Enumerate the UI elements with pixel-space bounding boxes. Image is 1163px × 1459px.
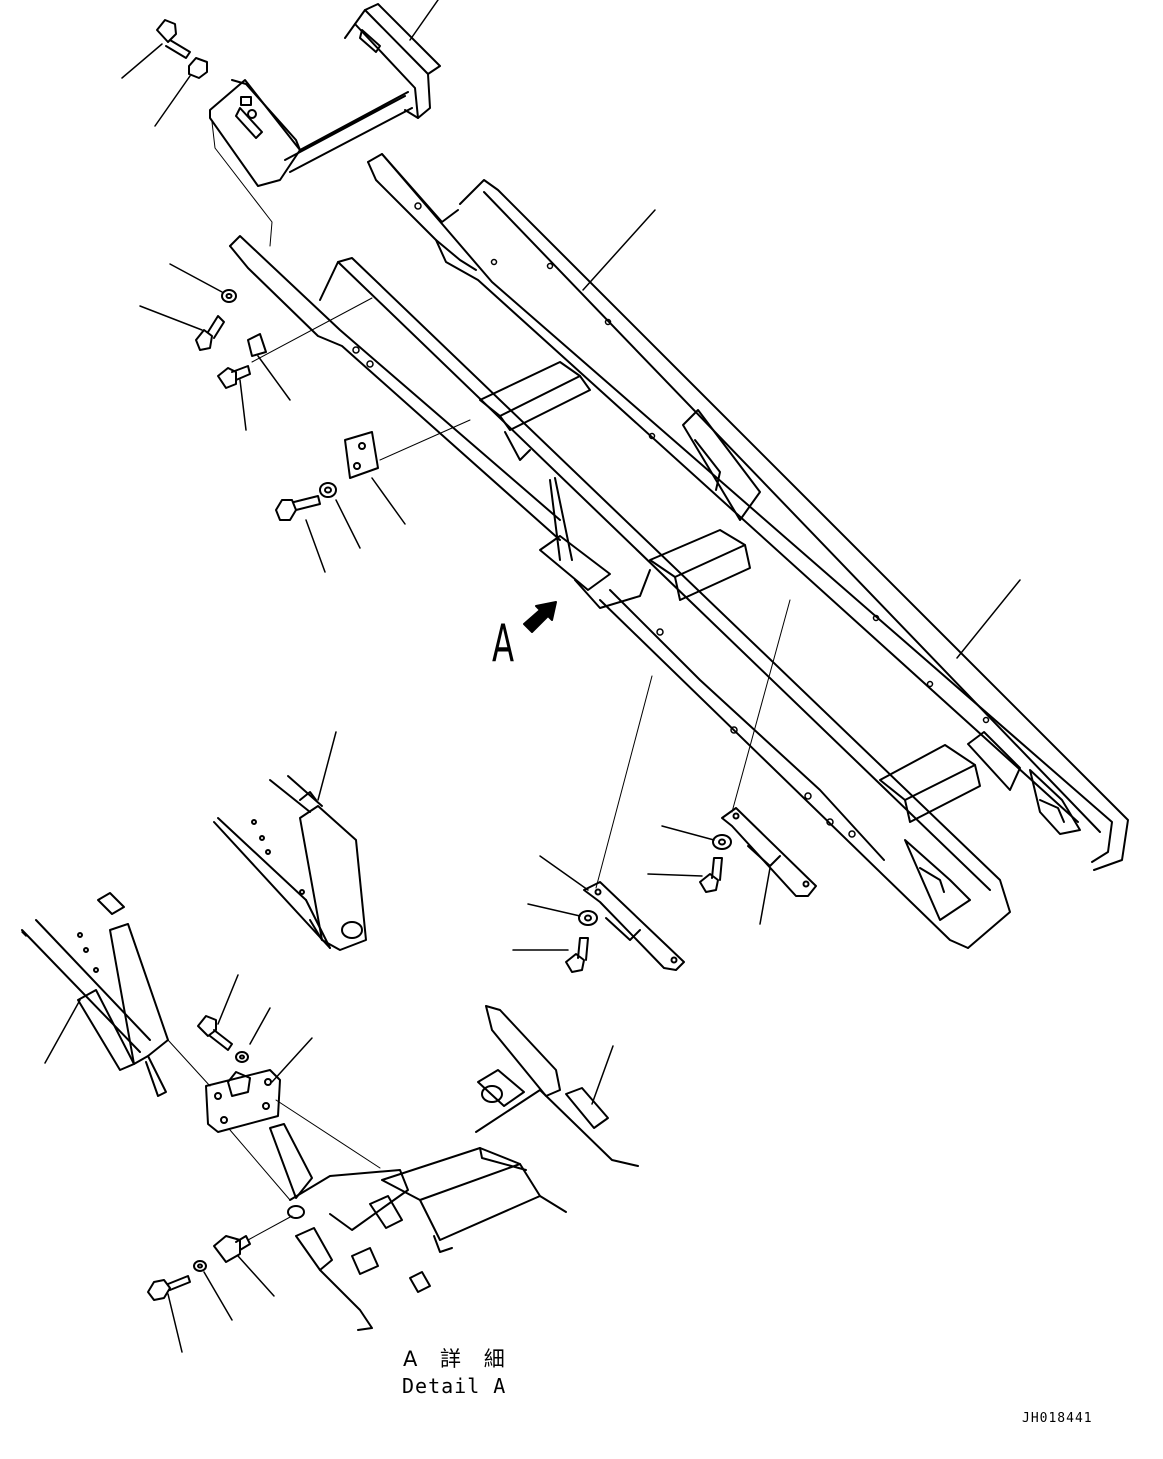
flange-bolt <box>217 365 251 389</box>
flat-washer <box>319 482 337 498</box>
right-side-rail <box>367 153 1129 871</box>
hex-bolt <box>156 19 191 59</box>
assembly-guide-line <box>167 1039 381 1201</box>
assembly-guide-line <box>595 599 791 889</box>
frame-holes <box>352 202 990 838</box>
detail-rail-end <box>21 892 169 1097</box>
spring-washer <box>193 1260 207 1272</box>
detail-frame-assembly <box>269 1005 639 1331</box>
view-direction-arrow-icon <box>523 601 557 633</box>
hex-bolt <box>275 495 321 521</box>
assembly-guide-line <box>251 297 471 461</box>
flange-bolt <box>195 315 225 351</box>
strap-bracket-right <box>721 807 817 897</box>
flat-washer <box>712 834 732 850</box>
left-side-rail <box>229 235 1011 949</box>
rail-bracket-upper <box>682 409 761 521</box>
detail-caption-japanese: A 詳 細 <box>403 1347 513 1371</box>
flat-washer <box>221 289 237 303</box>
hex-nut <box>188 57 208 79</box>
rail-section-sketch <box>213 775 367 951</box>
strap-bracket-left <box>583 881 685 971</box>
mounting-plate <box>344 431 379 479</box>
drawing-number: JH018441 <box>1022 1411 1093 1426</box>
cross-member-front <box>479 361 591 461</box>
bearing-plate <box>205 1069 281 1133</box>
hex-bolt <box>147 1275 191 1301</box>
rail-bracket-centre <box>539 477 651 609</box>
rear-crossmember-assembly <box>209 3 441 187</box>
assembly-guide-line <box>211 121 273 247</box>
flange-bolt <box>565 937 589 973</box>
hex-bolt <box>197 1015 233 1051</box>
flat-washer <box>578 910 598 926</box>
view-callout-label: A <box>492 614 515 674</box>
flange-bolt <box>699 857 723 893</box>
assembly-guide-line <box>247 1215 293 1241</box>
detail-caption-english: Detail A <box>402 1374 507 1398</box>
cross-member-rear <box>879 744 981 823</box>
cross-member-middle <box>649 529 751 601</box>
spring-washer <box>235 1051 249 1063</box>
leader-lines <box>21 0 1021 1353</box>
spacer <box>247 333 267 357</box>
collar-bushing <box>213 1235 251 1263</box>
